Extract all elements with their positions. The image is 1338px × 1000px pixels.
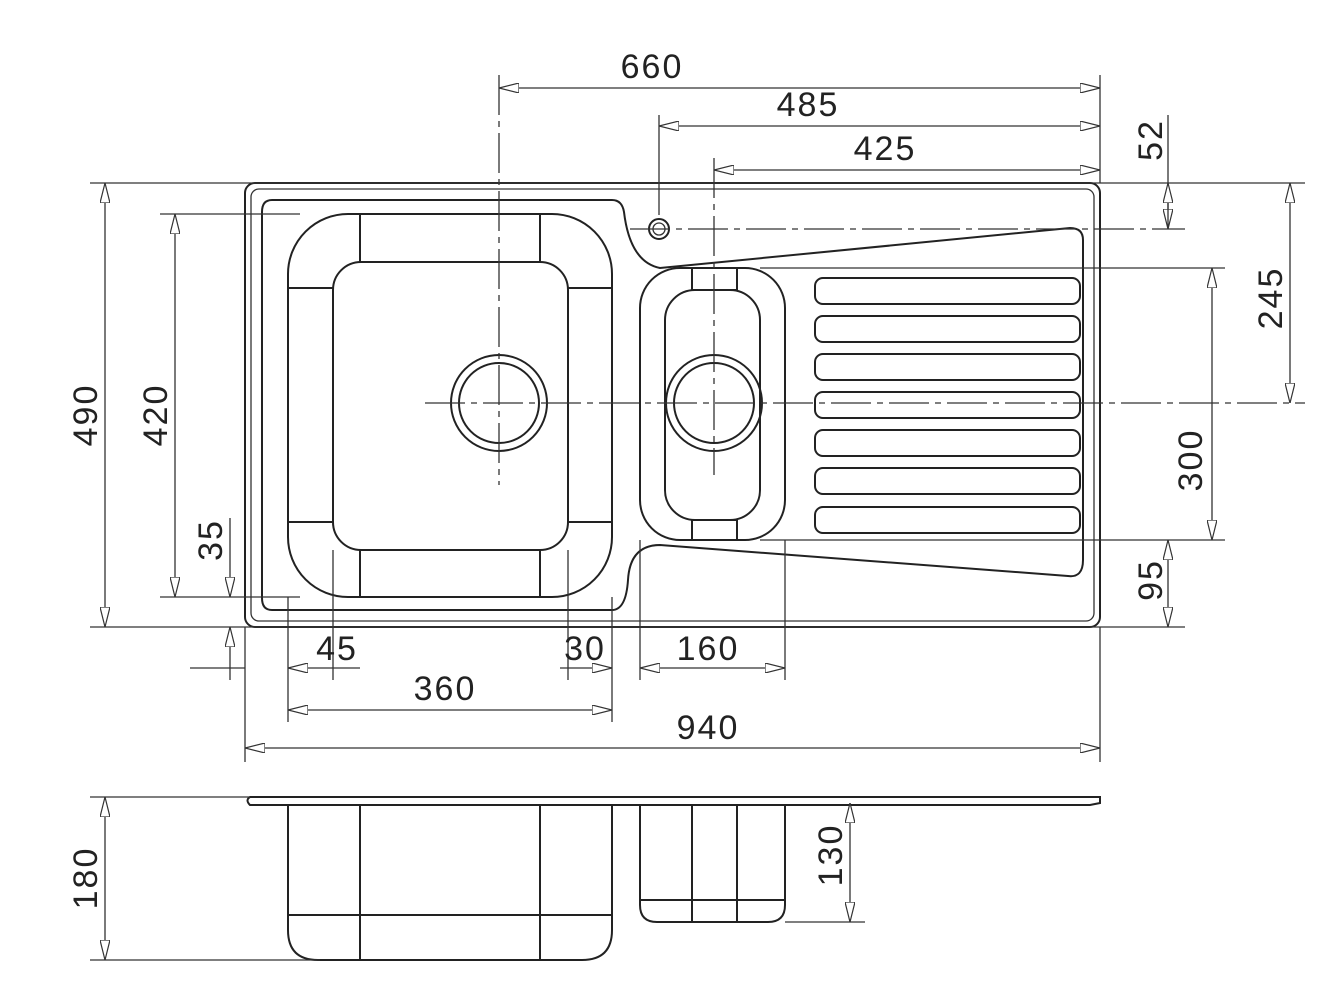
dim-300: 300: [1172, 429, 1210, 492]
dim-425: 425: [854, 130, 917, 168]
top-view: [244, 75, 1305, 628]
dim-245: 245: [1252, 267, 1290, 330]
dim-490: 490: [67, 384, 105, 447]
dim-940: 940: [677, 709, 740, 747]
side-view: [90, 796, 1101, 961]
dim-485: 485: [777, 86, 840, 124]
dim-30: 30: [564, 630, 606, 668]
sink-outline: [244, 182, 1101, 628]
dimension-labels: 660 485 425 52 245 490 420 35 300 95 45 …: [67, 48, 1290, 909]
dim-660: 660: [621, 48, 684, 86]
dimension-lines: [105, 88, 1290, 748]
sink-outline-inner: [250, 188, 1095, 622]
dim-180: 180: [67, 847, 105, 910]
dim-35: 35: [192, 519, 230, 561]
dim-52: 52: [1132, 119, 1170, 161]
dim-95: 95: [1132, 559, 1170, 601]
sink-rim: [261, 199, 1084, 611]
dim-160: 160: [677, 630, 740, 668]
drainer-ribs: [814, 277, 1081, 534]
dim-360: 360: [414, 670, 477, 708]
main-bowl: [287, 213, 613, 598]
small-bowl: [639, 267, 786, 541]
dim-130: 130: [812, 824, 850, 887]
dim-420: 420: [137, 384, 175, 447]
extension-lines: [90, 75, 1305, 762]
dim-45: 45: [316, 630, 358, 668]
